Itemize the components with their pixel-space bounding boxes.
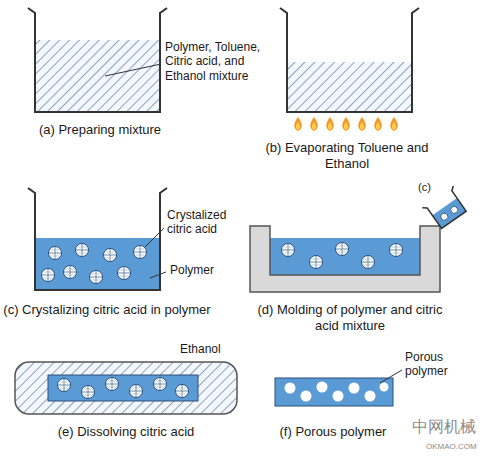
source-label: (c) bbox=[418, 181, 448, 194]
leader-line bbox=[380, 370, 402, 383]
step-caption: (b) Evaporating Toluene and Ethanol bbox=[262, 140, 432, 171]
mold bbox=[250, 226, 440, 292]
polymer-label: Polymer bbox=[170, 263, 250, 277]
watermark: 中网机械 bbox=[412, 417, 486, 436]
crystal-label: Crystalized citric acid bbox=[167, 208, 247, 237]
porous-polymer bbox=[275, 370, 402, 406]
mixture-label: Polymer, Toluene, Citric acid, and Ethan… bbox=[165, 40, 273, 83]
porous-label: Porous polymer bbox=[405, 350, 465, 379]
step-caption: (f) Porous polymer bbox=[258, 424, 408, 440]
beaker-b bbox=[280, 8, 419, 131]
step-caption: (a) Preparing mixture bbox=[15, 122, 185, 138]
step-caption: (c) Crystalizing citric acid in polymer bbox=[2, 302, 212, 318]
watermark: OKMAO.COM bbox=[426, 442, 486, 452]
ethanol-bath bbox=[15, 362, 237, 414]
leader-line bbox=[105, 64, 161, 76]
leader-line bbox=[145, 228, 164, 247]
ethanol-label: Ethanol bbox=[180, 342, 250, 356]
step-caption: (d) Molding of polymer and citric acid m… bbox=[250, 302, 450, 333]
beaker-a bbox=[28, 8, 167, 112]
step-caption: (e) Dissolving citric acid bbox=[20, 424, 232, 440]
beaker-c bbox=[28, 188, 167, 290]
leader-line bbox=[150, 272, 166, 278]
